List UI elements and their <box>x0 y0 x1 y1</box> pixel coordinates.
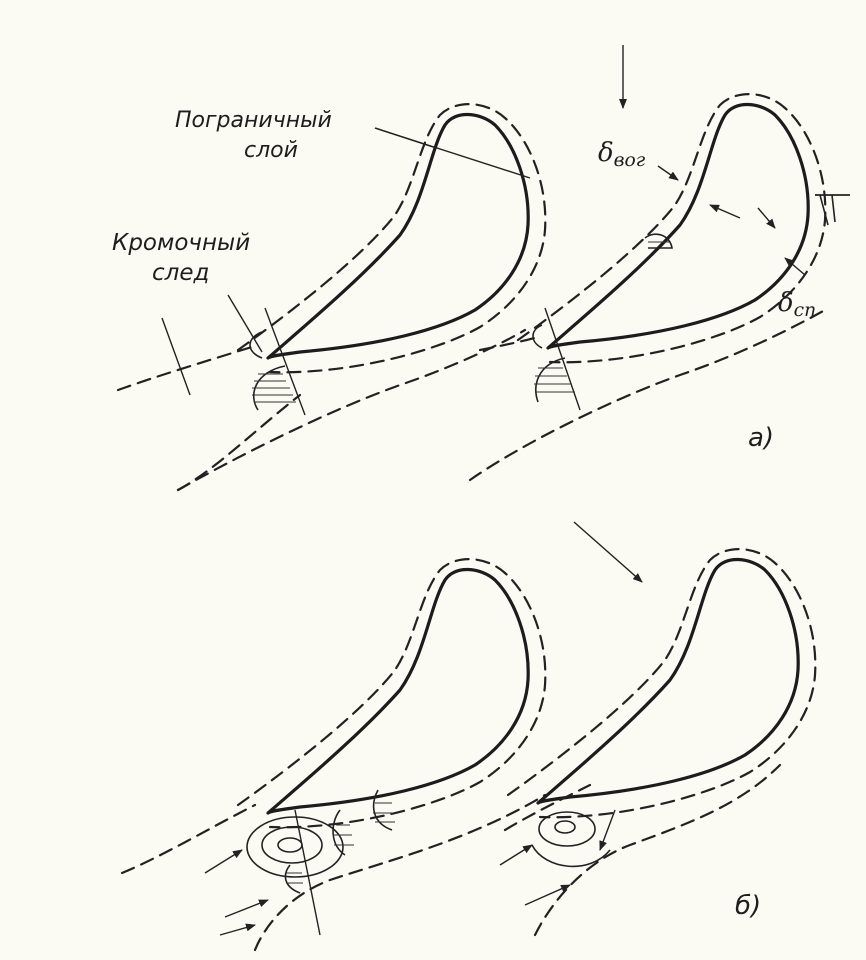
boundary-layer-label: Пограничный <box>175 108 332 133</box>
delta-symbol: δ <box>598 138 614 168</box>
flow-arrow-b <box>573 521 643 583</box>
pressure-side-subscript: вог <box>613 150 646 172</box>
blade-b-left <box>120 557 547 952</box>
pressure-side-thickness-label: δвог <box>598 138 645 170</box>
panel-b-drawing <box>120 521 817 952</box>
suction-side-thickness-label: δсп <box>778 288 816 320</box>
trailing-wake-label: Кромочный <box>112 230 251 256</box>
panel-b-label: б) <box>735 891 762 921</box>
panel-a-drawing <box>116 45 850 492</box>
suction-side-subscript: сп <box>793 300 817 322</box>
delta-symbol: δ <box>778 288 794 318</box>
blade-a-left <box>116 102 547 492</box>
panel-a-label: а) <box>748 423 775 453</box>
boundary-layer-label-line2: слой <box>244 138 298 163</box>
blade-b-right <box>499 547 817 937</box>
blade-a-right <box>468 92 850 482</box>
trailing-wake-label-line2: след <box>152 260 210 286</box>
